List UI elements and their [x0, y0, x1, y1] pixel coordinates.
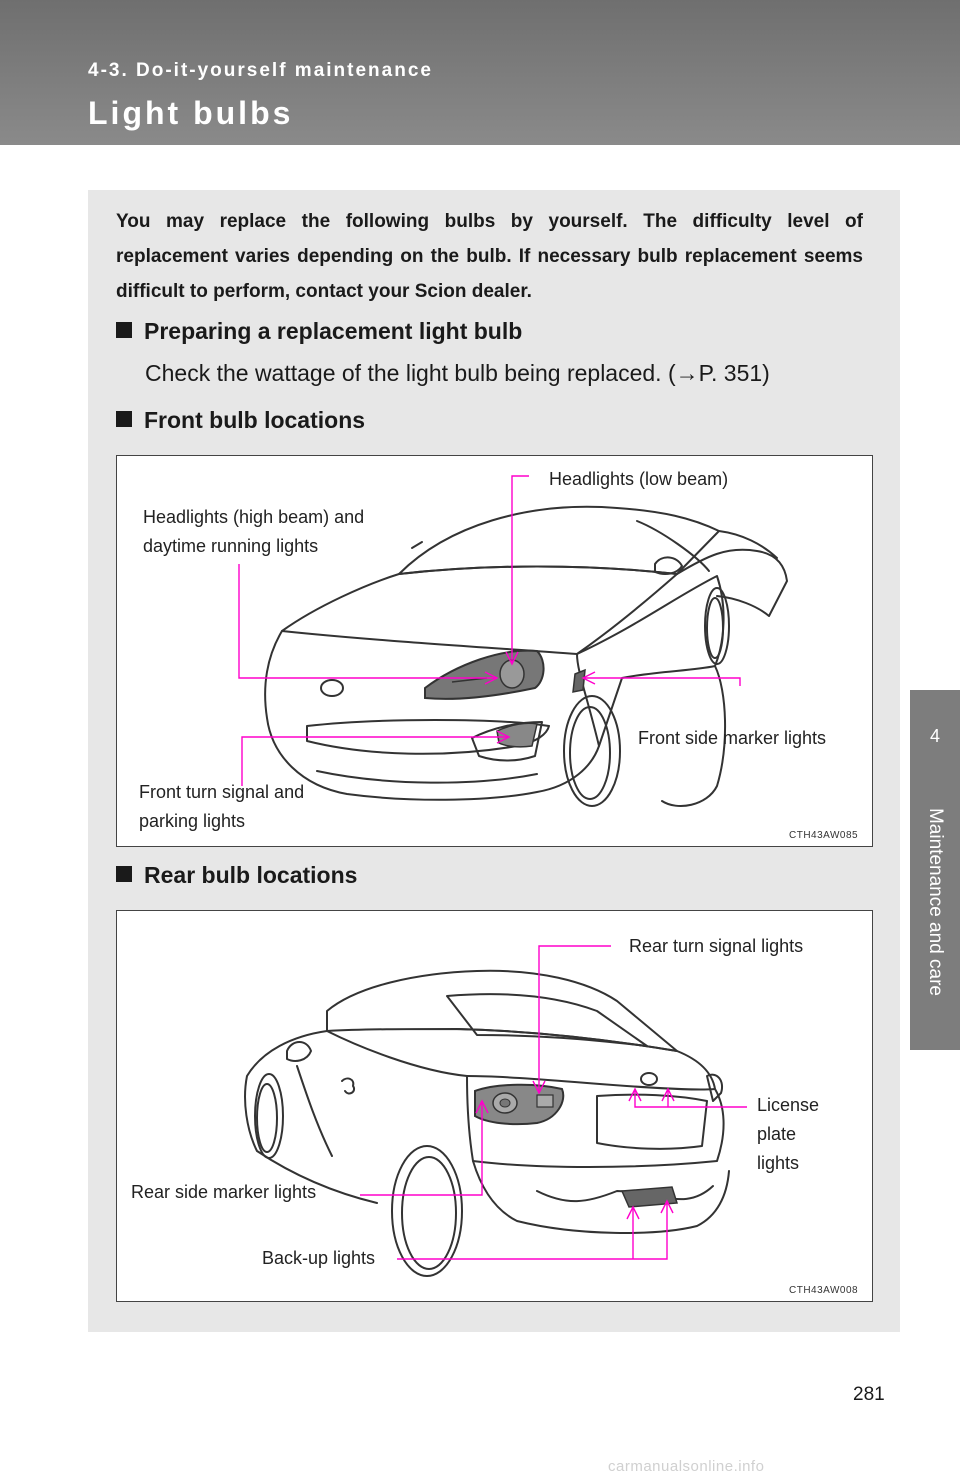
square-bullet-icon	[116, 866, 132, 882]
figure-code: CTH43AW085	[789, 830, 859, 841]
label-rear-turn: Rear turn signal lights	[629, 936, 804, 956]
front-heading-text: Front bulb locations	[144, 407, 366, 433]
chapter-tab: 4 Maintenance and care	[910, 690, 960, 1050]
page-header: 4-3. Do-it-yourself maintenance Light bu…	[0, 0, 960, 145]
label-low-beam: Headlights (low beam)	[549, 469, 729, 489]
rear-heading: Rear bulb locations	[116, 862, 357, 889]
preparing-heading-text: Preparing a replacement light bulb	[144, 318, 523, 344]
label-high-beam-1: Headlights (high beam) and	[143, 507, 365, 527]
intro-paragraph: You may replace the following bulbs by y…	[116, 211, 863, 302]
preparing-heading: Preparing a replacement light bulb	[116, 318, 522, 345]
rear-car-illustration	[244, 945, 747, 1277]
label-backup: Back-up lights	[262, 1248, 376, 1268]
rear-bulb-figure: Rear turn signal lights License plate li…	[116, 910, 873, 1302]
label-rear-side-marker: Rear side marker lights	[131, 1182, 317, 1202]
page-title: Light bulbs	[88, 95, 294, 131]
section-label: 4-3. Do-it-yourself maintenance	[88, 60, 433, 81]
front-car-illustration	[238, 475, 788, 807]
front-bulb-figure: Headlights (low beam) Headlights (high b…	[116, 455, 873, 847]
rear-heading-text: Rear bulb locations	[144, 862, 358, 888]
front-heading: Front bulb locations	[116, 407, 365, 434]
label-front-turn-1: Front turn signal and	[139, 782, 305, 802]
figure-code: CTH43AW008	[789, 1285, 859, 1296]
label-license-1: License	[757, 1095, 820, 1115]
site-watermark: carmanualsonline.info	[608, 1458, 765, 1475]
label-license-2: plate	[757, 1124, 797, 1144]
chapter-number: 4	[929, 726, 940, 746]
page-number: 281	[853, 1384, 885, 1405]
chapter-title: Maintenance and care	[925, 807, 946, 996]
label-front-turn-2: parking lights	[139, 811, 246, 831]
square-bullet-icon	[116, 411, 132, 427]
label-front-side-marker: Front side marker lights	[638, 728, 827, 748]
square-bullet-icon	[116, 322, 132, 338]
label-license-3: lights	[757, 1153, 800, 1173]
label-high-beam-2: daytime running lights	[143, 536, 319, 556]
preparing-body: Check the wattage of the light bulb bein…	[145, 360, 770, 386]
